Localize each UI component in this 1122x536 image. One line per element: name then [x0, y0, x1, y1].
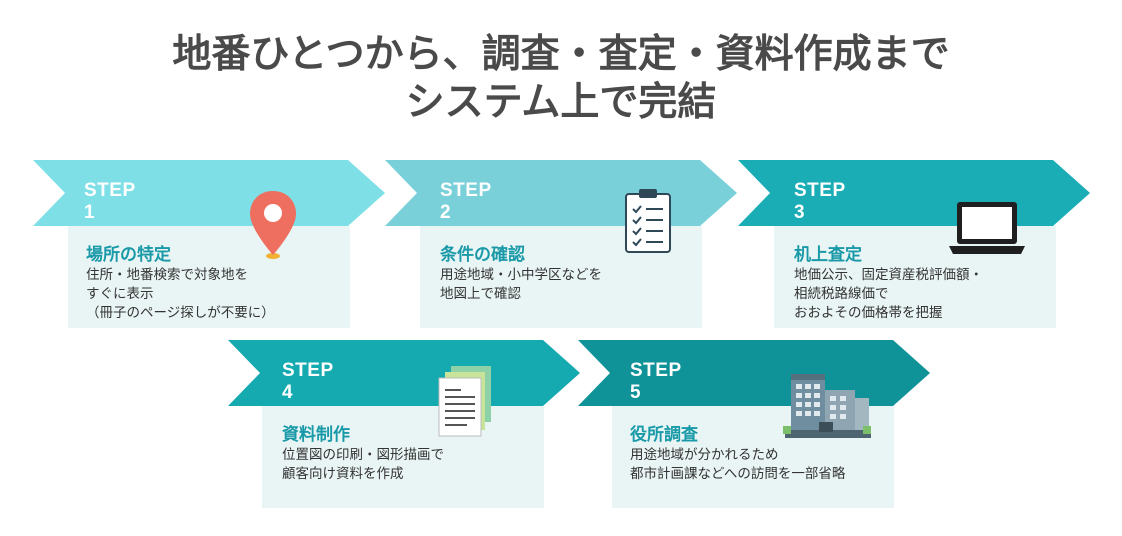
clipboard-checklist-icon	[624, 188, 672, 258]
step-3-line-3: おおよその価格帯を把握	[794, 305, 943, 321]
step-1-line-2: すぐに表示	[86, 286, 154, 302]
map-pin-icon	[248, 189, 298, 265]
step-1-label: STEP 1	[84, 180, 136, 223]
step-4-line-1: 位置図の印刷・図形描画で	[282, 447, 444, 463]
step-4-heading: 資料制作	[282, 425, 350, 445]
step-2-description: 用途地域・小中学区などを 地図上で確認	[440, 266, 602, 304]
step-1-arrow	[33, 160, 385, 226]
step-4-arrow-shape	[228, 340, 580, 406]
step-3-description: 地価公示、固定資産税評価額・ 相続税路線価で おおよその価格帯を把握	[794, 266, 983, 323]
step-2-heading: 条件の確認	[440, 245, 525, 265]
step-5-label: STEP 5	[630, 360, 682, 403]
step-5-description: 用途地域が分かれるため 都市計画課などへの訪問を一部省略	[630, 446, 845, 484]
step-3-line-1: 地価公示、固定資産税評価額・	[794, 267, 983, 283]
step-1-heading: 場所の特定	[86, 245, 171, 265]
step-2-line-1: 用途地域・小中学区などを	[440, 267, 602, 283]
step-1-line-3: （冊子のページ探しが不要に）	[86, 305, 275, 321]
step-2-arrow-shape	[385, 160, 737, 226]
step-2-label: STEP 2	[440, 180, 492, 223]
step-1-line-1: 住所・地番検索で対象地を	[86, 267, 248, 283]
page-subtitle: システム上で完結	[405, 80, 717, 125]
step-5-line-2: 都市計画課などへの訪問を一部省略	[630, 466, 846, 482]
step-4-card	[262, 406, 544, 508]
step-4-arrow	[228, 340, 580, 406]
step-4-description: 位置図の印刷・図形描画で 顧客向け資料を作成	[282, 446, 444, 484]
step-5-arrow-shape	[578, 340, 930, 406]
step-3-line-2: 相続税路線価で	[794, 286, 889, 302]
step-3-heading: 机上査定	[794, 245, 862, 265]
step-3-label: STEP 3	[794, 180, 846, 223]
office-building-icon	[783, 370, 873, 444]
step-1-arrow-shape	[33, 160, 385, 226]
step-5-line-1: 用途地域が分かれるため	[630, 447, 779, 463]
step-3-arrow-shape	[738, 160, 1090, 226]
step-5-arrow	[578, 340, 930, 406]
step-4-label: STEP 4	[282, 360, 334, 403]
step-4-line-2: 顧客向け資料を作成	[282, 466, 404, 482]
page-title: 地番ひとつから、調査・査定・資料作成まで	[172, 32, 950, 77]
step-5-heading: 役所調査	[630, 425, 698, 445]
step-3-arrow	[738, 160, 1090, 226]
step-1-description: 住所・地番検索で対象地を すぐに表示 （冊子のページ探しが不要に）	[86, 266, 275, 323]
step-2-line-2: 地図上で確認	[440, 286, 521, 302]
documents-icon	[437, 364, 495, 442]
step-1-card	[68, 226, 350, 328]
step-2-arrow	[385, 160, 737, 226]
laptop-icon	[947, 200, 1027, 260]
